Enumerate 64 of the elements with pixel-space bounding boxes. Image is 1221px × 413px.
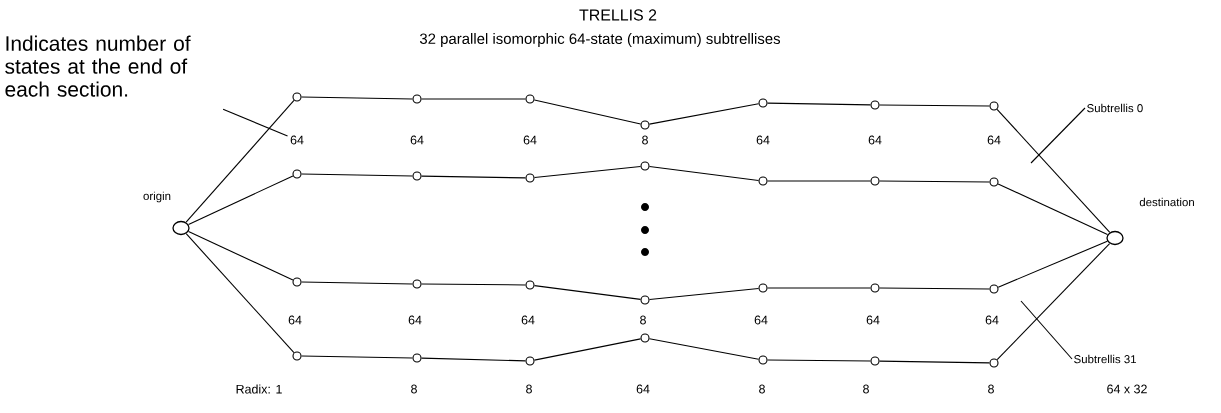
- state-count: 64 x 32: [1107, 384, 1147, 394]
- trellis-branch: [648, 338, 760, 360]
- trellis-branch: [188, 175, 294, 226]
- state-count: 8: [411, 384, 417, 394]
- trellis-branch: [533, 338, 642, 361]
- trellis-branch: [301, 173, 413, 177]
- trellis-branch: [997, 183, 1108, 236]
- trellis-branch: [533, 99, 642, 125]
- state-count: 64: [408, 315, 422, 325]
- subtrellis-label: Subtrellis 31: [1074, 354, 1136, 364]
- trellis-branch: [533, 285, 642, 300]
- trellis-branch: [421, 357, 526, 362]
- trellis-branch: [879, 360, 990, 364]
- state-count: 64: [636, 384, 650, 394]
- trellis-branch: [188, 230, 294, 281]
- state-count: 64: [985, 315, 999, 325]
- trellis-branch: [648, 166, 760, 181]
- state-count: 8: [759, 384, 765, 394]
- state-count: 64: [288, 315, 302, 325]
- trellis-branch: [767, 287, 871, 289]
- trellis-branch: [649, 287, 760, 301]
- state-count: 64: [987, 135, 1001, 145]
- trellis-branch: [301, 96, 413, 100]
- trellis-branch: [534, 165, 642, 179]
- state-count: 64: [868, 135, 882, 145]
- trellis-branch: [996, 243, 1111, 361]
- subtrellis-label: Subtrellis 0: [1087, 103, 1143, 113]
- trellis-branch: [222, 108, 289, 137]
- trellis-branch: [879, 287, 990, 290]
- trellis-branch: [996, 108, 1111, 233]
- state-count: 8: [642, 135, 648, 145]
- state-count: Radix: 1: [236, 384, 282, 394]
- trellis-branch: [301, 281, 413, 285]
- state-count: 8: [863, 384, 869, 394]
- state-count: 8: [526, 384, 532, 394]
- trellis-branch: [185, 233, 295, 354]
- title: TRELLIS 2: [579, 9, 657, 21]
- state-count: 64: [866, 315, 880, 325]
- state-count: 8: [640, 315, 646, 325]
- state-count: 8: [988, 384, 994, 394]
- node-label: destination: [1139, 197, 1194, 207]
- trellis-branch: [767, 359, 871, 362]
- trellis-branch: [767, 180, 871, 182]
- state-count: 64: [754, 315, 768, 325]
- state-count: 64: [523, 135, 537, 145]
- trellis-branch: [648, 103, 760, 125]
- node-label: origin: [143, 191, 171, 203]
- trellis-branch: [879, 180, 990, 183]
- state-count: 64: [410, 135, 424, 145]
- trellis-branch: [421, 98, 526, 100]
- trellis-branch: [879, 104, 990, 107]
- leader-line: [1020, 300, 1073, 360]
- trellis-branch: [185, 99, 295, 223]
- trellis-branch: [997, 240, 1108, 288]
- subtitle: 32 parallel isomorphic 64-state (maximum) subtrellises: [419, 33, 781, 47]
- trellis-branch: [301, 355, 413, 359]
- state-count: 64: [290, 135, 304, 145]
- state-count: 64: [756, 135, 770, 145]
- leader-line: [1030, 107, 1086, 164]
- trellis-branch: [767, 102, 871, 106]
- state-count: 64: [521, 315, 535, 325]
- callout-text: Indicates number of states at the end of each section.: [5, 35, 191, 97]
- trellis-branch: [421, 283, 526, 286]
- trellis-branch: [421, 175, 526, 179]
